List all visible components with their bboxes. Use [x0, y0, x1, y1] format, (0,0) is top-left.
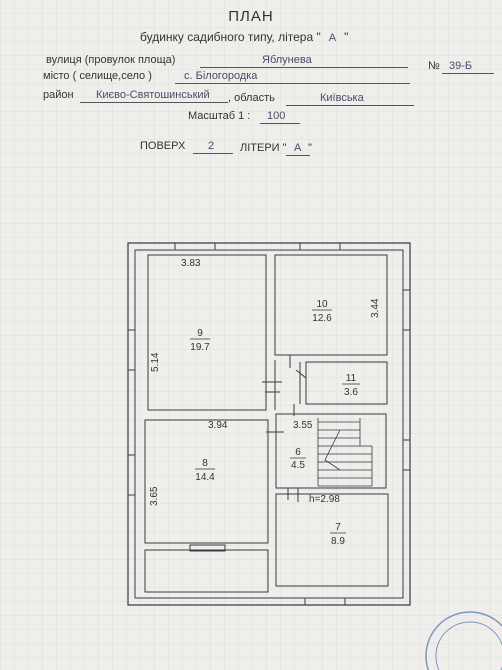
scale-value: 100 [267, 110, 286, 122]
dim-3-94: 3.94 [208, 420, 228, 431]
page-title: ПЛАН [228, 8, 274, 25]
letter-label: ЛІТЕРИ " [240, 142, 287, 154]
room-8-area: 14.4 [195, 472, 215, 483]
floor-underline [193, 153, 233, 154]
corridor-wall [274, 360, 301, 410]
letter-value: А [294, 142, 302, 154]
staircase [317, 418, 373, 487]
stamp [425, 611, 502, 670]
scale-underline [260, 123, 300, 124]
number-label: № [428, 60, 440, 72]
street-underline [200, 67, 408, 68]
district-underline [80, 102, 228, 103]
street-label: вулиця (провулок площа) [46, 54, 176, 66]
region-label: , область [228, 92, 275, 104]
subtitle-letter: А [328, 32, 337, 44]
room-10-area: 12.6 [312, 313, 332, 324]
district-label: район [43, 89, 74, 101]
region-underline [286, 105, 414, 106]
outer-wall-inner [134, 249, 404, 599]
room-8-number: 8 [202, 458, 208, 469]
dim-3-65: 3.65 [149, 486, 160, 506]
windows [127, 242, 411, 606]
room-6-number: 6 [295, 447, 301, 458]
room-11-outline [305, 361, 388, 405]
letter-underline [286, 155, 310, 156]
door-marks [262, 355, 307, 502]
street-value: Яблунева [262, 54, 312, 66]
room-6-outline [275, 413, 387, 489]
floor-number: 2 [208, 140, 215, 152]
city-underline [175, 83, 410, 84]
subtitle: будинку садибного типу, літера " А " [140, 30, 348, 44]
region-value: Київська [320, 92, 364, 104]
outer-wall [127, 242, 411, 606]
letter-suffix: " [308, 142, 312, 154]
height-label: h=2.98 [309, 494, 340, 505]
district-value: Києво-Святошинський [96, 89, 210, 101]
scale-label: Масштаб 1 : [188, 110, 251, 122]
room-6-area: 4.5 [291, 460, 305, 471]
room-7-area: 8.9 [331, 536, 345, 547]
room-7-outline [275, 493, 389, 587]
subtitle-prefix: будинку садибного типу, літера " [140, 30, 321, 44]
dim-5-14: 5.14 [150, 352, 161, 372]
subtitle-suffix: " [344, 30, 349, 44]
room-8-outline [144, 419, 269, 544]
city-label: місто ( селище,село ) [43, 70, 152, 82]
room-11-area: 3.6 [344, 387, 358, 398]
floor-label: ПОВЕРХ [140, 140, 186, 152]
room-7-number: 7 [335, 522, 341, 533]
room-10-outline [274, 254, 388, 356]
city-value: с. Білогородка [184, 70, 258, 82]
number-value: 39-Б [449, 60, 473, 72]
room-9-area: 19.7 [190, 342, 210, 353]
dim-3-55: 3.55 [293, 420, 313, 431]
room-11-number: 11 [346, 373, 357, 384]
room-10-number: 10 [316, 299, 328, 310]
room-9-outline [147, 254, 267, 411]
room-lower-left-outline [144, 549, 269, 593]
room-9-number: 9 [197, 328, 203, 339]
dim-3-83: 3.83 [181, 258, 201, 269]
number-underline [442, 73, 494, 74]
dim-3-44: 3.44 [370, 298, 381, 318]
